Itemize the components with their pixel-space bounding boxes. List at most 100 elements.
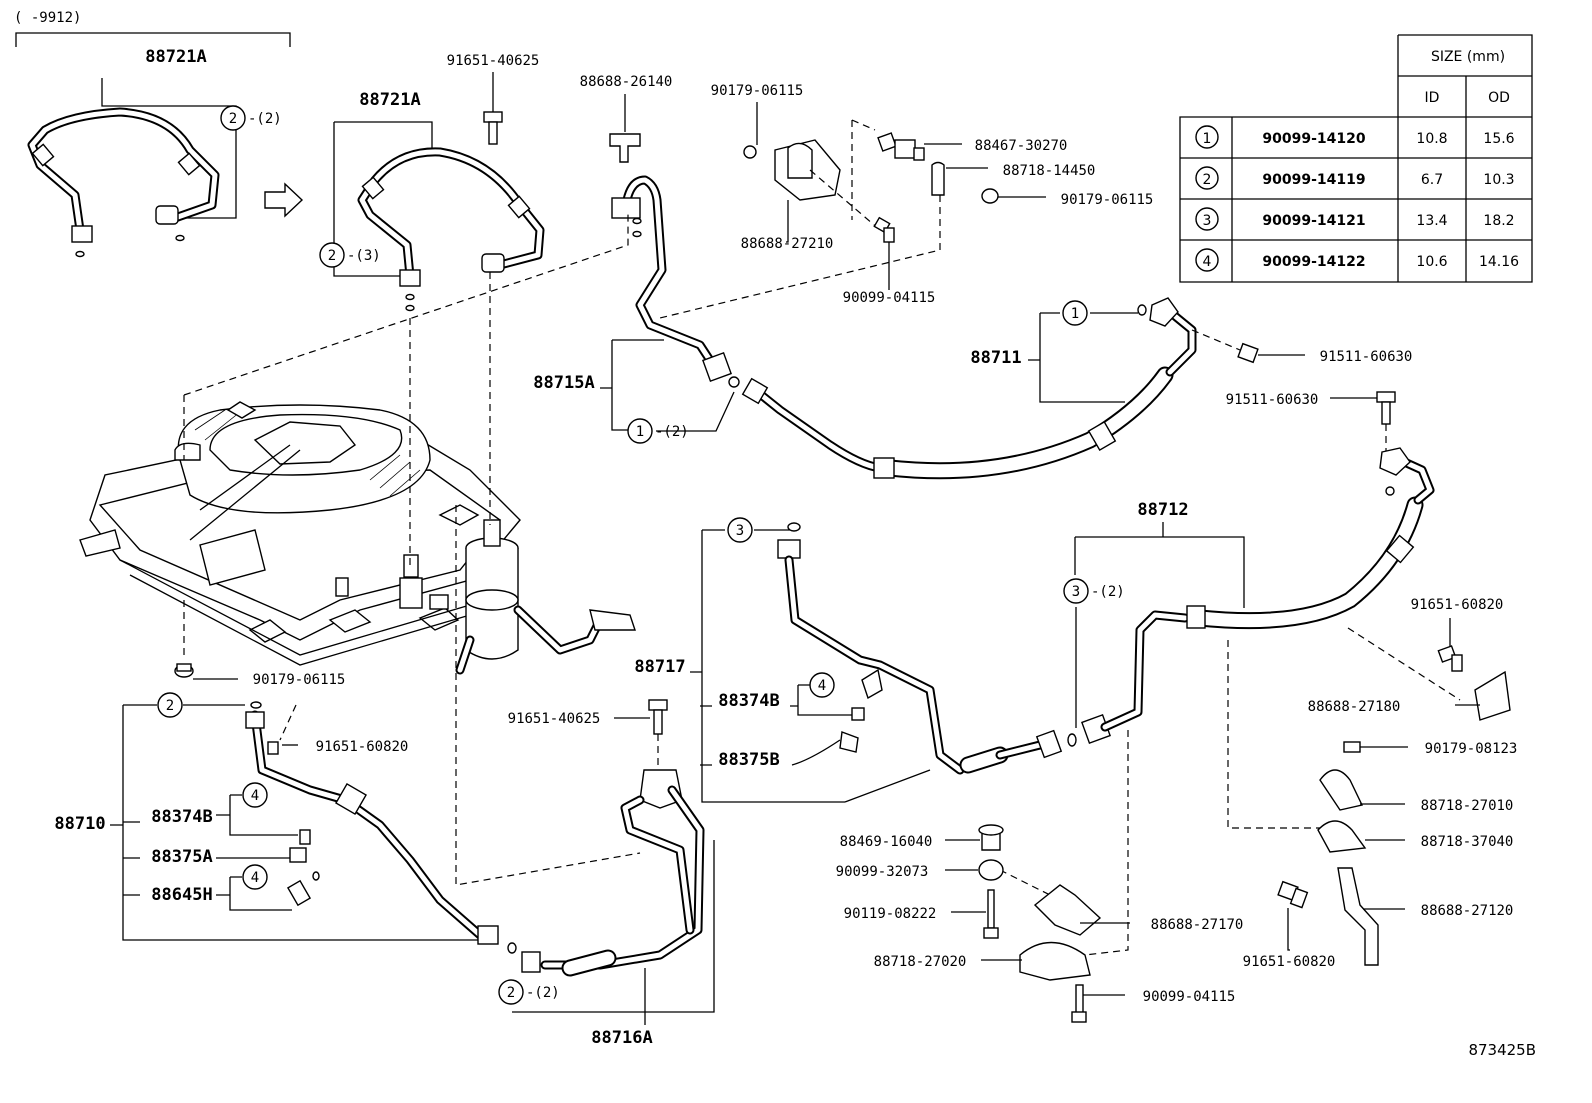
- bolt-91651-40625-top: [483, 72, 503, 145]
- o-ring-ref-qty: -(2): [655, 424, 689, 440]
- catalog-id: 873425B: [1468, 1041, 1536, 1059]
- lower-center-parts: [945, 824, 1130, 1023]
- size-table-part-number: 90099-14120: [1262, 131, 1365, 147]
- o-ring-ref-number: 4: [251, 870, 259, 886]
- pipe-88710: [110, 701, 499, 945]
- o-ring-ref: 2 -(2): [498, 979, 560, 1005]
- part-callout: 91511-60630: [1320, 349, 1413, 365]
- part-callout: 88716A: [591, 1028, 652, 1048]
- part-callout: 91651-60820: [1411, 597, 1504, 613]
- part-callout: 88718-14450: [1003, 163, 1096, 179]
- part-callout: 88718-27020: [874, 954, 967, 970]
- size-table-od-value: 14.16: [1479, 254, 1519, 270]
- o-ring-ref-circle: [809, 672, 835, 698]
- o-ring-ref-circle: [242, 864, 268, 890]
- o-ring-ref-circle: [157, 692, 183, 718]
- part-callout: 88469-16040: [840, 834, 933, 850]
- o-ring-ref-number: 2: [328, 248, 336, 264]
- pipe-88717: [690, 522, 1077, 803]
- part-callout: 88721A: [359, 90, 420, 110]
- pipe-88715a: [600, 175, 740, 432]
- o-ring-ref-circle: [498, 979, 524, 1005]
- o-ring-ref-circle: [727, 517, 753, 543]
- o-ring-ref-circle: [242, 782, 268, 808]
- o-ring-ref: 4: [242, 782, 268, 808]
- o-ring-ref: 1: [1062, 300, 1088, 326]
- part-callout: 88712: [1137, 500, 1188, 520]
- size-table-row: 2 90099-14119 6.7 10.3: [1195, 166, 1515, 190]
- o-ring-ref-number: 2: [166, 698, 174, 714]
- part-callout: 90179-06115: [253, 672, 346, 688]
- supersession-arrow: [264, 182, 304, 218]
- o-ring-ref: 3-(2): [1063, 578, 1125, 604]
- size-table-key-circle: [1195, 125, 1219, 149]
- o-ring-ref-circle: [319, 242, 345, 268]
- o-ring-ref-number: 2: [507, 985, 515, 1001]
- size-table-id-value: 10.6: [1416, 254, 1447, 270]
- o-ring-ref-circle: [1063, 578, 1089, 604]
- part-callout: 91651-60820: [316, 739, 409, 755]
- o-ring-ref-number: 3: [1072, 584, 1080, 600]
- hose-88721a-new: [333, 121, 545, 312]
- bolt-91511-60630-b: [1330, 391, 1396, 460]
- o-ring-ref-number: 4: [818, 678, 826, 694]
- clamp-88718-27010: [1319, 741, 1408, 811]
- part-callout: 88710: [54, 814, 105, 834]
- o-ring-ref-qty: -(2): [526, 985, 560, 1001]
- size-table-part-number: 90099-14119: [1262, 172, 1365, 188]
- o-ring-ref-qty: -(2): [248, 111, 282, 127]
- part-callout: 90099-32073: [836, 864, 929, 880]
- part-callout: 91651-40625: [447, 53, 540, 69]
- o-ring-ref: 3: [727, 517, 753, 543]
- part-callout: 88688-27180: [1308, 699, 1401, 715]
- size-table-id-value: 13.4: [1416, 213, 1447, 229]
- size-table-key-circle: [1195, 248, 1219, 272]
- size-table-id-value: 6.7: [1421, 172, 1443, 188]
- nut-90179-06115-lower: [174, 663, 238, 680]
- size-table-key: 2: [1203, 172, 1212, 188]
- part-callout: 88374B: [718, 691, 779, 711]
- range-note: ( -9912): [14, 10, 291, 47]
- bracket-88688-27180: [1437, 618, 1511, 721]
- bolt-90099-04115: [873, 216, 895, 290]
- o-ring-ref-number: 3: [736, 523, 744, 539]
- part-callout: 90099-04115: [1143, 989, 1236, 1005]
- part-callout: 88688-27170: [1151, 917, 1244, 933]
- part-number-callouts: 88721A88721A91651-4062588688-2614090179-…: [54, 47, 1517, 1048]
- part-callout: 88375A: [151, 847, 212, 867]
- o-ring-ref-circle: [627, 418, 653, 444]
- part-callout: 90179-08123: [1425, 741, 1518, 757]
- o-ring-ref: 2: [157, 692, 183, 718]
- part-callout: 88688-27210: [741, 236, 834, 252]
- part-callout: 88715A: [533, 373, 594, 393]
- part-callout: 90179-06115: [711, 83, 804, 99]
- size-table-key: 4: [1203, 254, 1212, 270]
- range-note-text: ( -9912): [14, 10, 81, 26]
- part-callout: 88688-26140: [580, 74, 673, 90]
- part-callout: 90179-06115: [1061, 192, 1154, 208]
- size-table-col-id: ID: [1425, 90, 1440, 106]
- size-table-od-value: 10.3: [1483, 172, 1514, 188]
- part-callout: 90119-08222: [844, 906, 937, 922]
- size-table-key: 1: [1203, 131, 1212, 147]
- bracket-88688-27120: [1277, 867, 1405, 966]
- o-ring-ref: 2-(2): [220, 105, 282, 131]
- pipe-88716a: [507, 699, 715, 1025]
- size-table-part-number: 90099-14121: [1262, 213, 1365, 229]
- size-table-col-od: OD: [1488, 90, 1510, 106]
- o-ring-ref-qty: -(3): [347, 248, 381, 264]
- part-callout: 88688-27120: [1421, 903, 1514, 919]
- part-callout: 90099-04115: [843, 290, 936, 306]
- part-callout: 88375B: [718, 750, 779, 770]
- part-callout: 88711: [970, 348, 1021, 368]
- part-callout: 88645H: [151, 885, 212, 905]
- bolt-91511-60630-a: [1191, 329, 1305, 364]
- hose-88712: [999, 447, 1461, 956]
- o-ring-ref: 4: [242, 864, 268, 890]
